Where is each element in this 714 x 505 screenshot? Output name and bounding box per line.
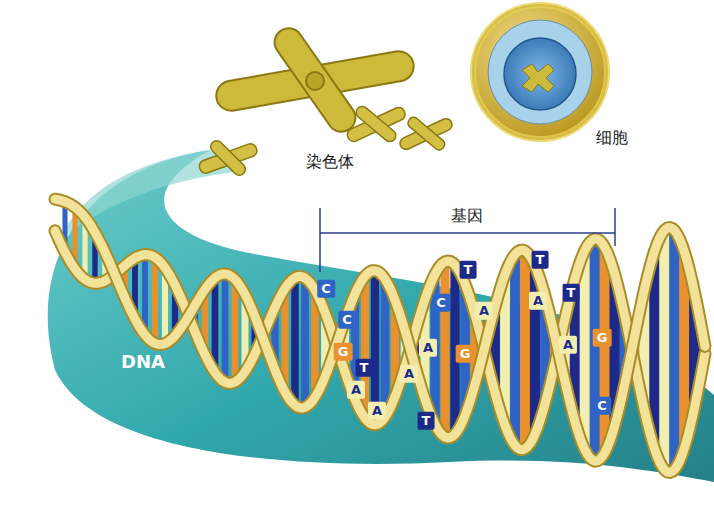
base-pair <box>600 248 611 453</box>
base-pair <box>301 278 309 407</box>
base-letter: A <box>559 336 577 354</box>
dna-strand <box>55 199 705 461</box>
base-pair <box>440 262 449 437</box>
base-letter: G <box>593 329 612 347</box>
cell <box>473 5 607 139</box>
base-letter: A <box>529 292 547 310</box>
base-pair <box>291 278 299 406</box>
base-letter: T <box>418 412 435 430</box>
structure-label: 细胞 <box>596 129 628 147</box>
base-letter: A <box>475 302 493 320</box>
base-letter: T <box>460 261 477 279</box>
base-pair <box>659 230 671 471</box>
teal-swoosh <box>48 150 714 505</box>
base-pair <box>510 254 520 445</box>
base-letter: C <box>338 311 356 329</box>
base-letter: C <box>317 280 335 298</box>
base-letter: A <box>419 339 437 357</box>
double-helix <box>55 199 705 472</box>
base-pair <box>152 257 158 343</box>
base-pair <box>520 251 530 449</box>
base-letter: A <box>368 402 386 420</box>
base-letter: A <box>347 381 365 399</box>
base-pair <box>590 239 601 461</box>
base-letter: T <box>563 284 580 302</box>
base-letter: T <box>532 251 549 269</box>
base-letter: C <box>432 294 450 312</box>
base-letter: G <box>456 345 475 363</box>
structure-label: 染色体 <box>306 153 354 171</box>
small-chromosome <box>198 104 454 178</box>
base-letter: C <box>593 397 611 415</box>
base-letter: T <box>356 359 373 377</box>
structure-label: 基因 <box>447 207 487 225</box>
base-letter: A <box>400 365 418 383</box>
strand-edge <box>55 199 705 461</box>
base-letter: G <box>334 343 353 361</box>
base-pair <box>232 279 239 382</box>
base-pair <box>222 274 229 382</box>
structure-label: DNA <box>121 352 165 372</box>
base-pair <box>669 231 681 469</box>
